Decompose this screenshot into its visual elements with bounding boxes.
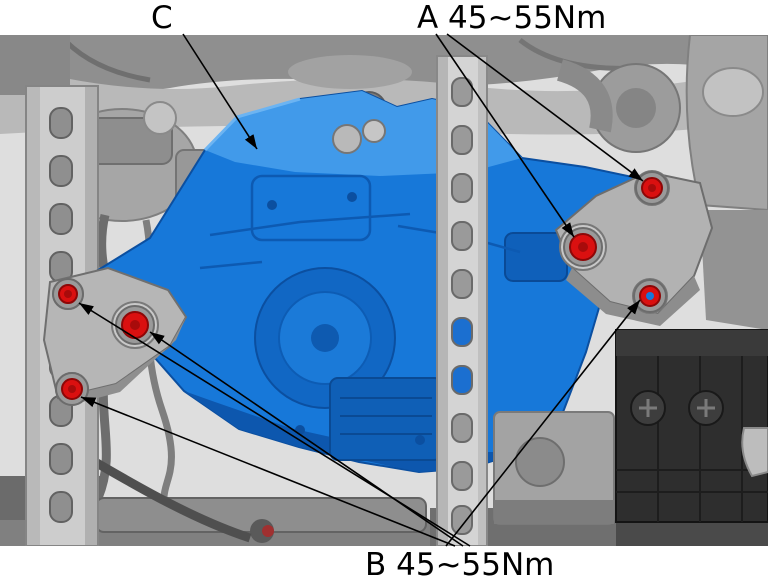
battery-clamp bbox=[741, 427, 768, 478]
bolt-marker bbox=[115, 305, 155, 345]
bolt-marker bbox=[52, 278, 84, 310]
torque-bolt-markers bbox=[52, 171, 669, 406]
right-machinery bbox=[556, 34, 768, 330]
callout-line-b bbox=[78, 302, 471, 547]
battery-screw bbox=[630, 390, 666, 426]
battery-screw bbox=[688, 390, 724, 426]
center-frame-rail bbox=[436, 55, 488, 547]
bolt-marker bbox=[563, 227, 603, 267]
bottom-label-band bbox=[0, 546, 768, 585]
callout-label-c: C bbox=[151, 0, 173, 36]
bolt-marker bbox=[55, 372, 89, 406]
lower-right-panels bbox=[493, 411, 615, 525]
callout-line-a bbox=[435, 33, 575, 238]
bolt-marker bbox=[633, 279, 667, 313]
top-label-band bbox=[0, 0, 768, 35]
callout-line-b bbox=[149, 331, 464, 547]
callout-label-b-torque: B 45~55Nm bbox=[365, 547, 555, 583]
callout-leader-lines bbox=[78, 33, 644, 547]
bolt-marker bbox=[635, 171, 669, 205]
callout-line-c bbox=[182, 33, 258, 150]
callout-line-a bbox=[446, 33, 644, 182]
callout-line-b bbox=[80, 396, 456, 547]
callout-line-b bbox=[445, 299, 641, 547]
callout-label-a-torque: A 45~55Nm bbox=[417, 0, 607, 36]
battery bbox=[615, 329, 768, 523]
